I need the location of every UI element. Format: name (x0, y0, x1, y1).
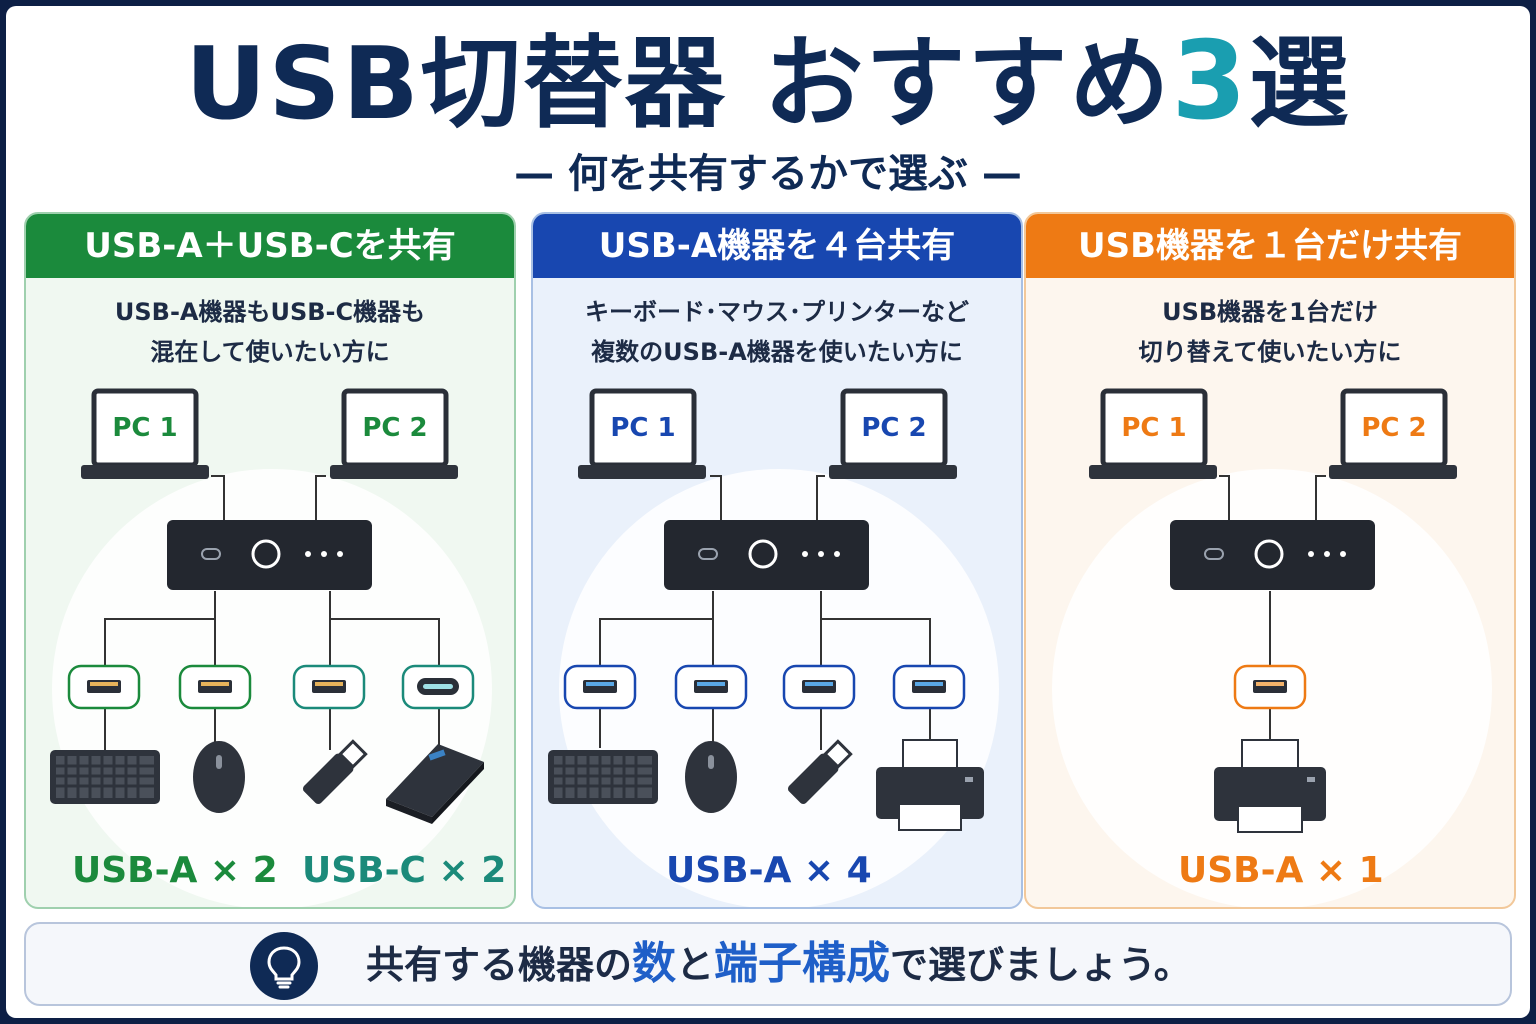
pc1-label: PC 1 (112, 413, 177, 443)
count-usb-a: USB-A × 2 (72, 850, 278, 891)
connection-diagram: PC 1 PC 2 (548, 388, 984, 831)
cables (104, 475, 440, 754)
panel-header: USB-A機器を４台共有 (533, 214, 1021, 278)
desc-line-2: 切り替えて使いたい方に (1138, 338, 1402, 366)
panel-description: USB-A機器もUSB-C機器も 混在して使いたい方に (26, 292, 514, 372)
panel-description: USB機器を1台だけ 切り替えて使いたい方に (1026, 292, 1514, 372)
usb-a-port-icon (1233, 664, 1307, 710)
laptop-icon (81, 388, 209, 479)
desc-line-1: USB機器を1台だけ (1162, 298, 1378, 326)
usb-c-port-icon (401, 664, 475, 710)
mouse-icon (193, 741, 245, 813)
laptop-icon (1329, 388, 1457, 479)
portable-ssd-icon (386, 744, 484, 824)
laptop-icon (1089, 388, 1217, 479)
count-usb-c: USB-C × 2 (302, 850, 507, 891)
usb-a-port-icon (67, 664, 141, 710)
pc1-label: PC 1 (1121, 413, 1186, 443)
connection-diagram: PC 1 PC 2 (50, 388, 484, 824)
usb-a-port-icon (674, 664, 748, 710)
title-number: 3 (1171, 19, 1249, 144)
pc2-label: PC 2 (1361, 413, 1426, 443)
pc2-label: PC 2 (362, 413, 427, 443)
title-suffix: 選 (1248, 25, 1351, 142)
usb-a-port-icon (782, 664, 856, 710)
keyboard-icon (50, 750, 160, 804)
laptop-icon (330, 388, 458, 479)
count-usb-a: USB-A × 1 (1178, 850, 1384, 891)
usb-switch-icon (167, 520, 372, 590)
keyboard-icon (548, 750, 658, 804)
desc-line-1: キーボード･マウス･プリンターなど (585, 298, 969, 326)
mouse-icon (685, 741, 737, 813)
printer-icon (876, 739, 984, 831)
usb-a-port-icon (178, 664, 252, 710)
desc-line-2: 混在して使いたい方に (150, 338, 390, 366)
footer-highlight-ports: 端子構成 (714, 938, 891, 989)
desc-line-1: USB-A機器もUSB-C機器も (114, 298, 426, 326)
usb-stick-icon (302, 739, 368, 805)
footer-message: 共有する機器の数と端子構成で選びましょう。 (366, 924, 1192, 1005)
count-usb-a: USB-A × 4 (666, 850, 872, 891)
laptop-icon (578, 388, 706, 479)
subtitle: — 何を共有するかで選ぶ — (514, 151, 1022, 197)
usb-switch-icon (1170, 520, 1375, 590)
usb-a-port-icon (563, 664, 637, 710)
pc1-label: PC 1 (610, 413, 675, 443)
panel-header: USB-A＋USB-Cを共有 (26, 214, 514, 278)
panel-usb-a-and-c: USB-A＋USB-Cを共有 USB-A機器もUSB-C機器も 混在して使いたい… (24, 212, 516, 909)
panel-header: USB機器を１台だけ共有 (1026, 214, 1514, 278)
cables (599, 475, 931, 750)
panel-usb-single: USB機器を１台だけ共有 USB機器を1台だけ 切り替えて使いたい方に PC 1… (1024, 212, 1516, 909)
footer-tip: 共有する機器の数と端子構成で選びましょう。 (24, 922, 1512, 1006)
usb-switch-icon (664, 520, 869, 590)
panel-usb-a-four: USB-A機器を４台共有 キーボード･マウス･プリンターなど 複数のUSB-A機… (531, 212, 1023, 909)
footer-text-2: と (676, 943, 715, 987)
panel-description: キーボード･マウス･プリンターなど 複数のUSB-A機器を使いたい方に (533, 292, 1021, 372)
footer-text-3: で選びましょう。 (890, 943, 1192, 987)
lightbulb-icon (250, 932, 318, 1000)
laptop-icon (829, 388, 957, 479)
usb-stick-icon (787, 739, 853, 805)
usb-a-port-icon (892, 664, 966, 710)
usb-a-port-icon (292, 664, 366, 710)
cables (1219, 475, 1326, 746)
page-title: USB切替器 おすすめ3選 (0, 22, 1536, 144)
desc-line-2: 複数のUSB-A機器を使いたい方に (591, 338, 963, 366)
pc2-label: PC 2 (861, 413, 926, 443)
title-main: USB切替器 おすすめ (185, 25, 1172, 142)
footer-text-1: 共有する機器の (366, 943, 633, 987)
connection-diagram: PC 1 PC 2 (1089, 388, 1457, 833)
footer-highlight-count: 数 (632, 938, 677, 989)
printer-icon (1214, 739, 1326, 833)
